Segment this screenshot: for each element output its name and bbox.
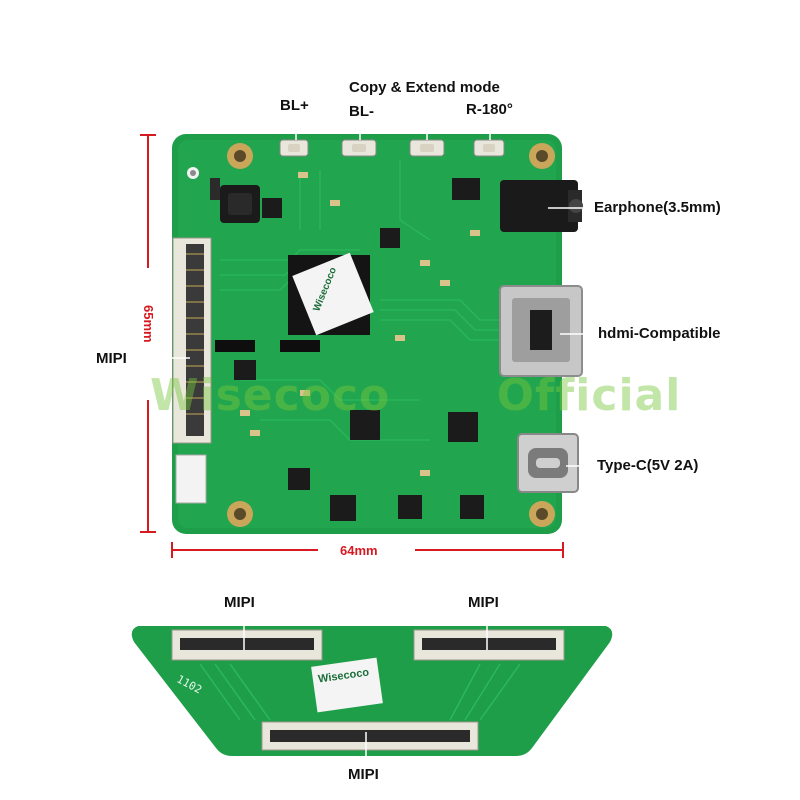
main-board [172,134,583,534]
label-typec: Type-C(5V 2A) [597,457,699,474]
dimension-lines [140,134,564,558]
label-mipi-bottom-right: MIPI [468,594,499,611]
dimension-width: 64mm [340,543,378,558]
chip-logo [292,252,374,336]
label-copy-extend: Copy & Extend mode [349,79,500,96]
adapter-board [131,626,613,756]
mounting-holes [227,143,555,527]
callout-lines [138,100,594,467]
label-mipi-bottom-center: MIPI [348,766,379,783]
label-r180: R-180° [466,101,513,118]
label-mipi-bottom-left: MIPI [224,594,255,611]
watermark: Wisecoco Official [150,370,681,421]
label-hdmi: hdmi-Compatible [598,325,721,342]
watermark-brand: Wisecoco [150,370,391,421]
label-bl-minus: BL- [349,103,374,120]
label-bl-plus: BL+ [280,97,309,114]
hdmi-connector [499,285,583,377]
buttons [279,139,505,157]
watermark-suffix: Official [496,370,682,421]
earphone-jack [500,180,583,232]
fpc-connector-left [172,237,212,444]
dimension-height: 65mm [141,305,156,343]
label-earphone: Earphone(3.5mm) [594,199,721,216]
label-mipi-left: MIPI [96,350,127,367]
typec-connector [517,433,579,493]
